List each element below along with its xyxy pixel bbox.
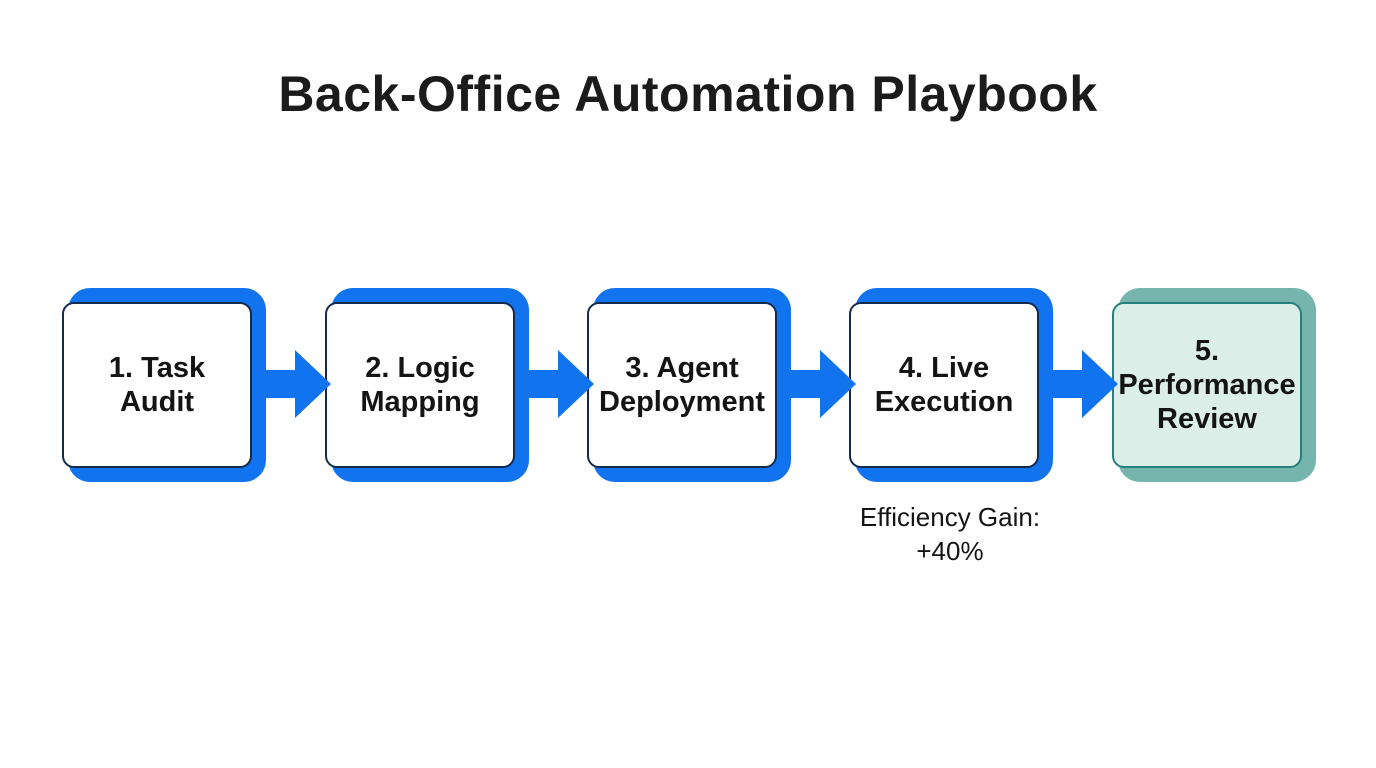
step-label-line: Audit (119, 386, 195, 418)
step-box: 3. Agent Deployment (587, 302, 777, 468)
step-box: 4. Live Execution (849, 302, 1039, 468)
step-performance-review: 5. Performance Review (1112, 288, 1316, 482)
flow-arrow-icon (1053, 350, 1118, 418)
step-label-line: Performance (1118, 369, 1296, 401)
page-title: Back-Office Automation Playbook (278, 66, 1098, 122)
step-label-line: 2. Logic (365, 352, 475, 384)
step-label-line: 5. (1194, 335, 1220, 367)
efficiency-annotation-value: +40% (916, 536, 984, 566)
step-task-audit: 1. Task Audit (62, 288, 266, 482)
step-label-line: Deployment (599, 386, 765, 418)
step-agent-deployment: 3. Agent Deployment (587, 288, 791, 482)
step-box: 2. Logic Mapping (325, 302, 515, 468)
step-box: 1. Task Audit (62, 302, 252, 468)
step-label-line: Review (1157, 403, 1257, 435)
efficiency-annotation-label: Efficiency Gain: (859, 502, 1041, 532)
step-box: 5. Performance Review (1112, 302, 1302, 468)
step-label-line: Mapping (360, 386, 480, 418)
step-label-line: 3. Agent (625, 352, 739, 384)
step-live-execution: 4. Live Execution (849, 288, 1053, 482)
flow-arrow-icon (529, 350, 594, 418)
step-label-line: Execution (874, 386, 1014, 418)
efficiency-annotation: Efficiency Gain: +40% (815, 500, 1085, 568)
step-logic-mapping: 2. Logic Mapping (325, 288, 529, 482)
step-label-line: 1. Task (108, 352, 206, 384)
flow-arrow-icon (791, 350, 856, 418)
step-label-line: 4. Live (898, 352, 990, 384)
flow-arrow-icon (266, 350, 331, 418)
